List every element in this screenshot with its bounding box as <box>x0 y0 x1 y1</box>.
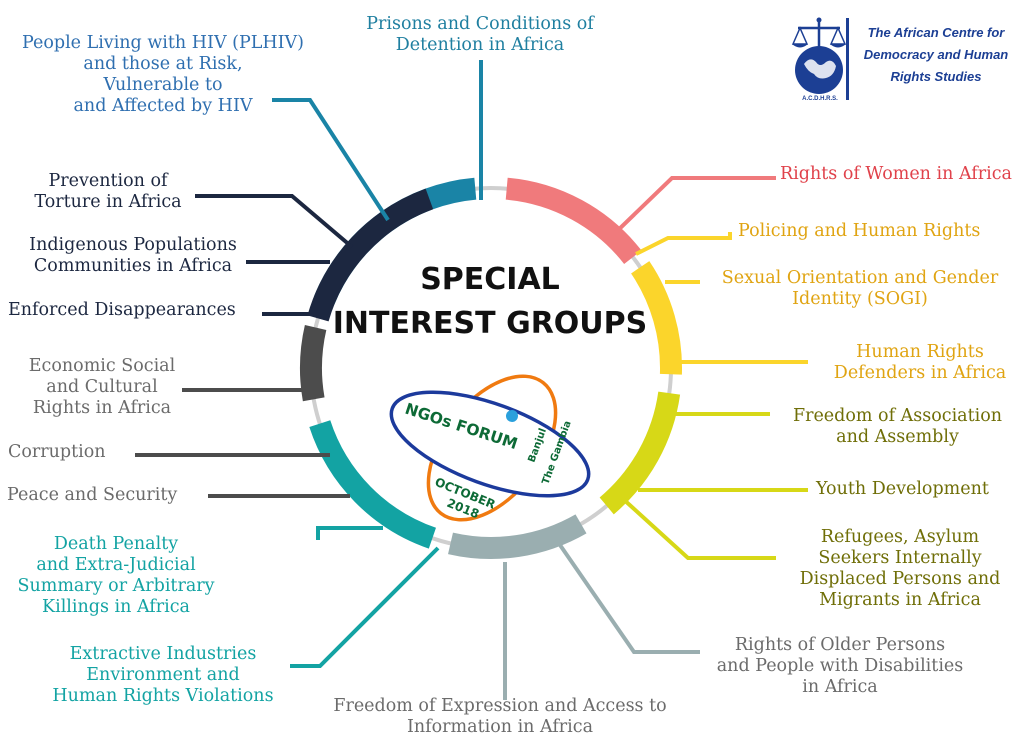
connectors <box>135 60 808 700</box>
connector-extractive <box>290 546 440 668</box>
forum-emblem: NGOs FORUM Banjul The Gambia OCTOBER 201… <box>389 374 591 522</box>
label-expression: Freedom of Expression and Access to Info… <box>333 696 667 737</box>
center-title: SPECIAL INTEREST GROUPS <box>332 262 648 341</box>
ring-segment-teal <box>309 420 437 549</box>
ring-segment-olive <box>599 391 681 515</box>
scales-globe-icon <box>791 17 847 94</box>
logo-text: The African Centre for Democracy and Hum… <box>863 25 1009 84</box>
label-economic: Economic Social and Cultural Rights in A… <box>28 356 176 418</box>
label-corruption: Corruption <box>8 442 106 462</box>
connector-death <box>316 526 383 540</box>
ring-segment-dark-gray <box>299 325 327 402</box>
ring <box>299 177 682 560</box>
label-refugees: Refugees, Asylum Seekers Internally Disp… <box>799 527 1001 610</box>
ring-segment-navy <box>307 188 434 322</box>
label-women: Rights of Women in Africa <box>780 164 1012 184</box>
connector-refugees <box>620 496 776 560</box>
connector-torture <box>195 194 354 249</box>
label-torture: Prevention of Torture in Africa <box>34 171 182 212</box>
label-indigenous: Indigenous Populations Communities in Af… <box>29 235 237 276</box>
label-hrd: Human Rights Defenders in Africa <box>833 342 1007 383</box>
label-youth: Youth Development <box>816 479 989 499</box>
label-peace: Peace and Security <box>7 485 178 505</box>
forum-blue-ellipse <box>389 390 591 498</box>
acdhrs-logo: A.C.D.H.R.S. The African Centre for Demo… <box>790 14 1020 104</box>
ring-segment-pink <box>505 177 642 265</box>
label-extractive: Extractive Industries Environment and Hu… <box>52 644 274 706</box>
connector-policing <box>635 232 732 256</box>
connector-women <box>610 176 776 238</box>
label-policing: Policing and Human Rights <box>738 221 981 241</box>
label-disappearances: Enforced Disappearances <box>8 300 236 320</box>
label-death: Death Penalty and Extra-Judicial Summary… <box>17 534 215 617</box>
label-plhiv: People Living with HIV (PLHIV) and those… <box>21 33 305 116</box>
label-association: Freedom of Association and Assembly <box>792 406 1003 447</box>
ring-segment-gray-blue <box>448 514 587 560</box>
connector-older <box>558 543 700 654</box>
label-prisons: Prisons and Conditions of Detention in A… <box>366 14 594 55</box>
forum-dot <box>506 410 518 422</box>
connector-plhiv <box>272 98 390 222</box>
logo-abbreviation: A.C.D.H.R.S. <box>802 96 838 102</box>
logo-divider <box>846 18 849 100</box>
label-sogi: Sexual Orientation and Gender Identity (… <box>721 268 999 309</box>
label-older: Rights of Older Persons and People with … <box>716 635 964 697</box>
